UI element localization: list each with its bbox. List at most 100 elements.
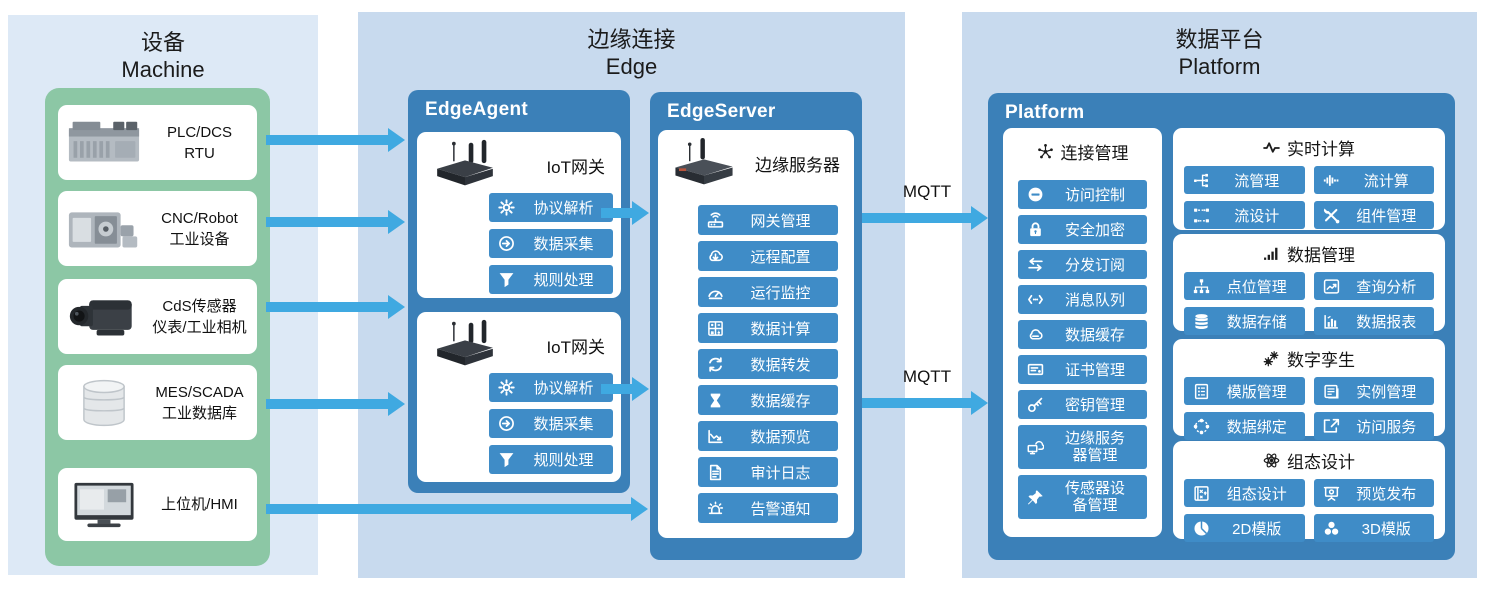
sketch-design-icon <box>1193 485 1210 502</box>
edge-server-card: 边缘服务器 网关管理远程配置运行监控数据计算数据转发数据缓存数据预览审计日志告警… <box>658 130 854 538</box>
feature-button[interactable]: 分发订阅 <box>1018 250 1147 279</box>
feature-button[interactable]: 数据存储 <box>1184 307 1305 335</box>
feature-button[interactable]: 审计日志 <box>698 457 838 487</box>
gateway-features: 协议解析数据采集规则处理 <box>489 373 613 474</box>
feature-button-label: 远程配置 <box>750 248 811 266</box>
edge-server-box: EdgeServer 边缘服务器 网关管理远程配置运行监控数据计算数据转发数据缓… <box>650 92 862 560</box>
swap-icon <box>1027 256 1044 273</box>
signal-bars-icon <box>1263 245 1280 262</box>
edge-title-en: Edge <box>605 53 658 79</box>
feature-button[interactable]: 数据采集 <box>489 229 613 258</box>
feature-button[interactable]: 安全加密 <box>1018 215 1147 244</box>
feature-button[interactable]: 数据绑定 <box>1184 412 1305 440</box>
feature-button[interactable]: 数据采集 <box>489 409 613 438</box>
gateway-label: IoT网关 <box>546 337 605 357</box>
feature-button[interactable]: 流设计 <box>1184 201 1305 229</box>
feature-button[interactable]: 访问服务 <box>1313 412 1434 440</box>
group-header: 数字孪生 <box>1173 339 1445 371</box>
arrow-cnc-to-edgeagent <box>266 210 405 234</box>
stream-manage-icon <box>1193 172 1210 189</box>
feature-button[interactable]: 流管理 <box>1184 166 1305 194</box>
gateway-device-row: IoT网关 <box>417 312 621 371</box>
report-chart-icon <box>1323 313 1340 330</box>
block-icon <box>1027 186 1044 203</box>
feature-button[interactable]: 运行监控 <box>698 277 838 307</box>
feature-button[interactable]: 规则处理 <box>489 445 613 474</box>
feature-button[interactable]: 网关管理 <box>698 205 838 235</box>
group-title: 数字孪生 <box>1287 351 1355 370</box>
database-image <box>62 379 146 427</box>
collect-arrow-icon <box>498 415 515 432</box>
connection-group-title: 连接管理 <box>1060 144 1129 163</box>
gear-icon <box>498 379 515 396</box>
feature-button[interactable]: 数据缓存 <box>1018 320 1147 349</box>
feature-button-label: 点位管理 <box>1226 278 1287 296</box>
feature-button-label: 运行监控 <box>750 284 811 302</box>
feature-button-label: 审计日志 <box>750 464 811 482</box>
feature-button[interactable]: 模版管理 <box>1184 377 1305 405</box>
feature-button[interactable]: 证书管理 <box>1018 355 1147 384</box>
lock-icon <box>1027 221 1044 238</box>
edge-server-title: EdgeServer <box>667 101 776 122</box>
feature-button[interactable]: 访问控制 <box>1018 180 1147 209</box>
feature-button-label: 规则处理 <box>533 452 594 469</box>
calculator-icon <box>707 320 724 337</box>
feature-button-label: 数据缓存 <box>750 392 811 410</box>
feature-button[interactable]: 点位管理 <box>1184 272 1305 300</box>
arrow-mqtt-top <box>862 206 988 230</box>
feature-button[interactable]: 传感器设备管理 <box>1018 475 1147 519</box>
machine-title-en: Machine <box>121 56 205 82</box>
feature-button[interactable]: 数据预览 <box>698 421 838 451</box>
feature-button[interactable]: 预览发布 <box>1313 479 1434 507</box>
feature-button-label: 查询分析 <box>1356 278 1417 296</box>
feature-button-label: 3D模版 <box>1361 520 1411 538</box>
feature-button-label: 访问控制 <box>1064 187 1125 204</box>
template-list-icon <box>1193 383 1210 400</box>
pulse-icon <box>1263 139 1280 156</box>
feature-button[interactable]: 组件管理 <box>1313 201 1434 229</box>
gears-icon <box>1263 350 1280 367</box>
feature-button[interactable]: 3D模版 <box>1313 514 1434 542</box>
feature-button[interactable]: 协议解析 <box>489 373 613 402</box>
feature-button-label: 组件管理 <box>1356 207 1417 225</box>
feature-button-label: 数据采集 <box>533 236 594 253</box>
certificate-icon <box>1027 361 1044 378</box>
feature-button[interactable]: 远程配置 <box>698 241 838 271</box>
cloud-icon <box>1027 326 1044 343</box>
feature-button-label: 模版管理 <box>1226 383 1287 401</box>
group-title: 实时计算 <box>1287 140 1355 159</box>
feature-button[interactable]: 数据报表 <box>1313 307 1434 335</box>
cnc-machine-image <box>62 205 146 253</box>
group-header: 数据管理 <box>1173 234 1445 266</box>
feature-button[interactable]: 消息队列 <box>1018 285 1147 314</box>
spheres-3d-icon <box>1323 520 1340 537</box>
feature-button-label: 流管理 <box>1234 172 1280 190</box>
feature-button[interactable]: 协议解析 <box>489 193 613 222</box>
arrow-hmi-to-edgeserver <box>266 497 648 521</box>
filter-icon <box>498 271 515 288</box>
feature-button[interactable]: 密钥管理 <box>1018 390 1147 419</box>
feature-button-label: 数据计算 <box>750 320 811 338</box>
feature-button[interactable]: 告警通知 <box>698 493 838 523</box>
feature-button[interactable]: 组态设计 <box>1184 479 1305 507</box>
feature-button[interactable]: 查询分析 <box>1313 272 1434 300</box>
feature-button[interactable]: 2D模版 <box>1184 514 1305 542</box>
feature-button[interactable]: 实例管理 <box>1313 377 1434 405</box>
feature-button[interactable]: 数据缓存 <box>698 385 838 415</box>
group-header: 组态设计 <box>1173 441 1445 473</box>
feature-button-label: 实例管理 <box>1356 383 1417 401</box>
feature-button[interactable]: 规则处理 <box>489 265 613 294</box>
network-icon <box>1037 143 1054 160</box>
feature-button[interactable]: 数据转发 <box>698 349 838 379</box>
pushpin-icon <box>1027 489 1044 506</box>
feature-button[interactable]: 数据计算 <box>698 313 838 343</box>
feature-button[interactable]: 边缘服务器管理 <box>1018 425 1147 469</box>
group-card: 数据管理点位管理 查询分析数据存储数据报表 <box>1173 234 1445 335</box>
feature-button[interactable]: 流计算 <box>1313 166 1434 194</box>
